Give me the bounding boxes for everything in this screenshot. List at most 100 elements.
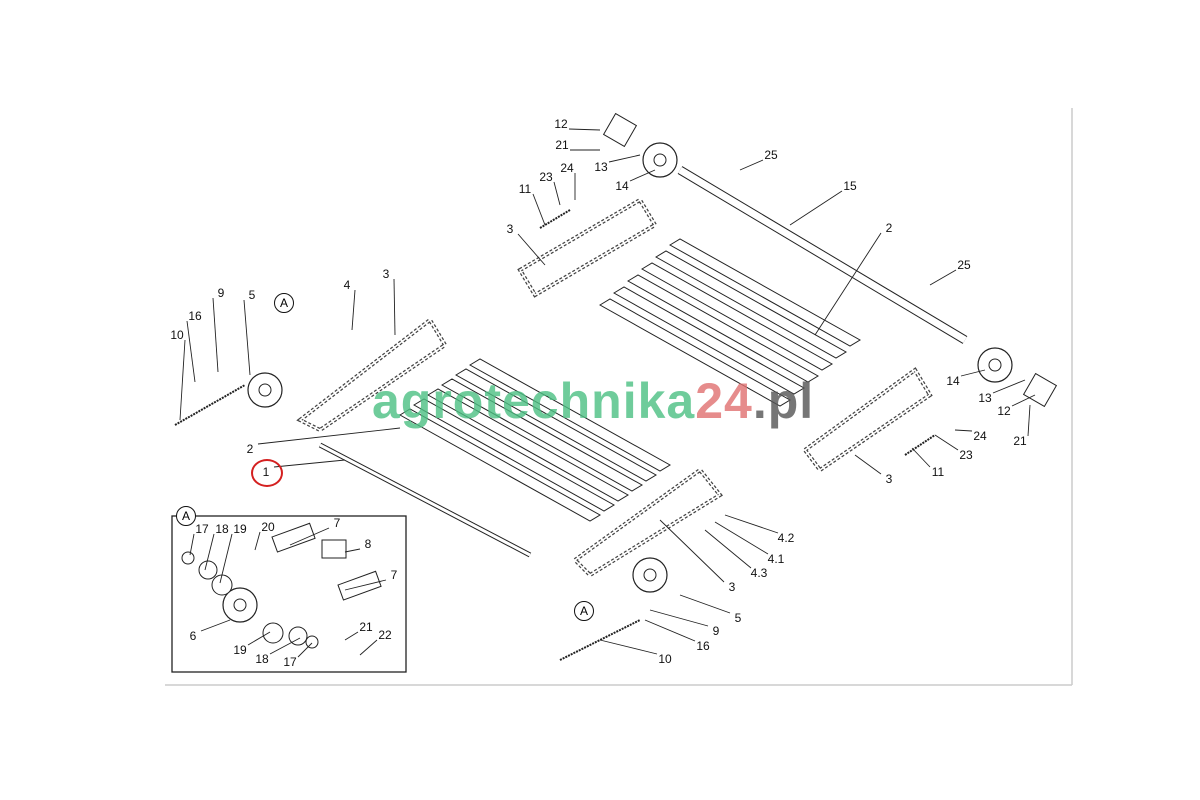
callout-7: 7: [390, 568, 398, 582]
shaft-1-inner: [319, 443, 531, 557]
callout-10: 10: [170, 328, 184, 342]
callout-25: 25: [764, 148, 778, 162]
callout-2: 2: [885, 221, 893, 235]
leader-line: [659, 519, 725, 583]
callout-6: 6: [189, 629, 197, 643]
leader-line: [247, 631, 271, 646]
sprocket-hub: [233, 598, 247, 612]
leader-line: [714, 521, 769, 555]
slat-bar: [627, 274, 819, 383]
leader-line: [553, 181, 561, 206]
chain-inner: [803, 368, 932, 472]
leader-line: [992, 379, 1026, 394]
bearing-flange: [602, 112, 638, 148]
chain-inner: [298, 318, 447, 431]
callout-18: 18: [215, 522, 229, 536]
callout-12: 12: [554, 117, 568, 131]
callout-5: 5: [248, 288, 256, 302]
leader-line: [344, 579, 387, 591]
highlight-circle: [251, 459, 283, 487]
callout-4: 4: [343, 278, 351, 292]
ring: [262, 622, 284, 644]
callout-9: 9: [217, 286, 225, 300]
callout-3: 3: [728, 580, 736, 594]
leader-line: [629, 169, 656, 182]
leader-line: [1027, 404, 1031, 437]
leader-line: [393, 278, 396, 336]
callout-12: 12: [997, 404, 1011, 418]
detail-marker-a: A: [176, 506, 196, 526]
leader-line: [254, 531, 261, 551]
watermark-number: 24: [695, 373, 753, 429]
leader-line: [599, 639, 658, 655]
leader-line: [934, 434, 959, 451]
slat-bar: [441, 378, 643, 492]
sprocket-hub: [258, 383, 272, 397]
shaft-15-inner: [678, 166, 967, 344]
callout-11: 11: [931, 465, 945, 479]
leader-line: [179, 339, 186, 421]
slat-bar: [613, 286, 805, 395]
sprocket-hub: [988, 358, 1002, 372]
callout-17: 17: [195, 522, 209, 536]
chain: [802, 367, 933, 473]
callout-4-3: 4.3: [750, 566, 768, 580]
callout-4-1: 4.1: [767, 552, 785, 566]
ring: [288, 626, 308, 646]
leader-line: [200, 619, 231, 632]
leader-line: [273, 459, 346, 468]
callout-16: 16: [696, 639, 710, 653]
callout-19: 19: [233, 522, 247, 536]
callout-21: 21: [1013, 434, 1027, 448]
callout-11: 11: [518, 182, 532, 196]
leader-line: [739, 159, 764, 171]
leader-line: [351, 289, 356, 331]
leader-line: [189, 533, 195, 556]
callout-7: 7: [333, 516, 341, 530]
detail-marker-a: A: [274, 293, 294, 313]
leader-line: [911, 447, 931, 468]
callout-23: 23: [539, 170, 553, 184]
bolt: [539, 209, 571, 229]
slat-bar: [455, 368, 657, 482]
slat-bar: [469, 358, 671, 472]
bracket: [321, 539, 347, 559]
ring: [198, 560, 218, 580]
leader-line: [532, 193, 546, 226]
leader-line: [219, 533, 233, 584]
slat-bar: [427, 388, 629, 502]
leader-line: [212, 297, 219, 373]
watermark: agrotechnika24.pl: [372, 372, 814, 430]
leader-line: [929, 269, 957, 286]
callout-10: 10: [658, 652, 672, 666]
callout-3: 3: [382, 267, 390, 281]
ring: [305, 635, 319, 649]
leader-line: [724, 514, 779, 534]
slat-bar: [655, 250, 847, 359]
leader-line: [954, 429, 973, 432]
slat-bar: [641, 262, 833, 371]
leader-line: [704, 529, 752, 569]
slat-bar: [399, 408, 601, 522]
leader-line: [568, 128, 601, 131]
bolt: [174, 384, 246, 426]
callout-3: 3: [885, 472, 893, 486]
callout-21: 21: [555, 138, 569, 152]
chain-inner: [573, 468, 722, 576]
watermark-domain: .pl: [752, 373, 815, 429]
watermark-text: agrotechnika: [372, 373, 696, 429]
plate: [271, 522, 316, 553]
callout-14: 14: [946, 374, 960, 388]
leader-line: [269, 637, 301, 655]
callout-13: 13: [594, 160, 608, 174]
leader-line: [344, 631, 359, 641]
leader-line: [243, 299, 251, 376]
callout-2: 2: [246, 442, 254, 456]
leader-line: [204, 533, 215, 571]
callout-23: 23: [959, 448, 973, 462]
bearing-flange: [1022, 372, 1058, 408]
callout-22: 22: [378, 628, 392, 642]
callout-21: 21: [359, 620, 373, 634]
callout-14: 14: [615, 179, 629, 193]
callout-25: 25: [957, 258, 971, 272]
